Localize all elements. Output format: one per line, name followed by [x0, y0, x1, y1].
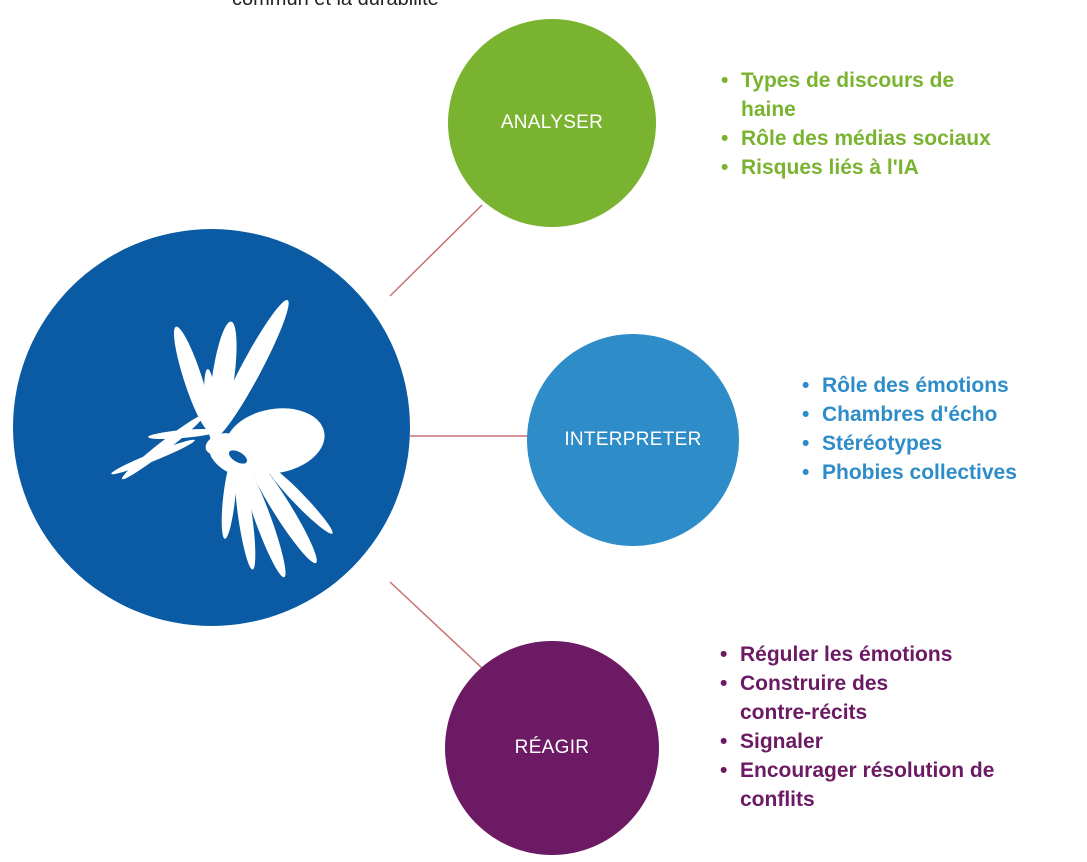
- connector-analyser: [389, 204, 483, 297]
- reagir-circle: RÉAGIR: [445, 641, 659, 855]
- interpreter-label: INTERPRETER: [564, 429, 702, 450]
- analyser-label: ANALYSER: [500, 112, 604, 133]
- analyser-bullet-list: Types de discours de haine Rôle des médi…: [721, 66, 991, 182]
- analyser-circle: ANALYSER: [448, 19, 656, 227]
- interpreter-item: Stéréotypes: [802, 429, 1017, 458]
- connector-reagir: [389, 581, 483, 669]
- reagir-item: Encourager résolution de conflits: [720, 756, 994, 814]
- interpreter-item: Rôle des émotions: [802, 371, 1017, 400]
- reagir-item: Signaler: [720, 727, 994, 756]
- interpreter-bullet-list: Rôle des émotions Chambres d'écho Stéréo…: [802, 371, 1017, 487]
- analyser-item: Risques liés à l'IA: [721, 153, 991, 182]
- interpreter-circle: INTERPRETER: [527, 334, 739, 546]
- interpreter-item: Chambres d'écho: [802, 400, 1017, 429]
- analyser-item: Rôle des médias sociaux: [721, 124, 991, 153]
- reagir-item: Construire des contre-récits: [720, 669, 994, 727]
- central-circle: [13, 229, 410, 626]
- reagir-label: RÉAGIR: [514, 737, 590, 758]
- reagir-bullet-list: Réguler les émotions Construire des cont…: [720, 640, 994, 814]
- analyser-item: Types de discours de haine: [721, 66, 991, 124]
- interpreter-item: Phobies collectives: [802, 458, 1017, 487]
- abstract-petals-logo-icon: [111, 299, 333, 578]
- clipped-heading-text: commun et la durabilité: [232, 0, 439, 11]
- reagir-item: Réguler les émotions: [720, 640, 994, 669]
